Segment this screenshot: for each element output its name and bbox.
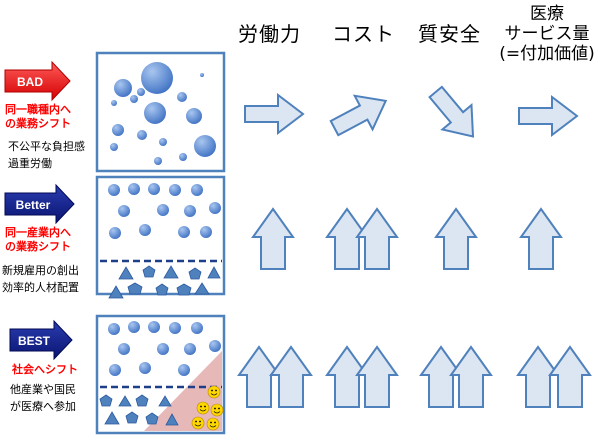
smiley-icon	[206, 417, 220, 431]
header-cost: コスト	[332, 22, 395, 46]
header-service-line3: (=付加価値)	[499, 44, 595, 64]
header-safety: 質安全	[418, 22, 481, 46]
header-service: 医療 サービス量 (=付加価値)	[497, 4, 597, 64]
smiley-icons	[191, 385, 224, 431]
arrow-right-service-bad	[518, 94, 579, 138]
arrow-up-right-cost-bad	[329, 94, 388, 137]
arrow-up-service-best-1	[517, 346, 559, 408]
box-bad	[95, 51, 226, 173]
badge-bad-label: BAD	[17, 75, 43, 89]
arrow-up-labor-better	[252, 208, 294, 270]
row2-desc-line2: 効率的人材配置	[2, 281, 79, 294]
arrow-up-cost-better-2	[356, 208, 398, 270]
box-better	[95, 175, 226, 299]
row3-desc-line2: が医療へ参加	[10, 400, 76, 413]
smiley-icon	[207, 385, 221, 399]
row1-tag-line2: の業務シフト	[5, 117, 71, 130]
smiley-icon	[210, 403, 224, 417]
row1-tag: 同一職種内へ の業務シフト	[5, 103, 71, 131]
box-better-shapes	[108, 265, 221, 299]
row2-tag: 同一産業内へ の業務シフト	[5, 226, 71, 254]
header-service-line1: 医療	[530, 4, 564, 24]
arrow-up-service-best-2	[549, 346, 591, 408]
box-best	[95, 314, 226, 435]
badge-bad: BAD	[4, 60, 71, 102]
row1-desc-line2: 過重労働	[8, 157, 52, 170]
arrow-up-labor-best-1	[238, 346, 280, 408]
row2-desc: 新規雇用の創出 効率的人材配置	[2, 262, 79, 296]
box-best-shapes	[99, 394, 179, 426]
row3-desc-line1: 他産業や国民	[10, 383, 76, 396]
badge-better-label: Better	[16, 198, 51, 212]
box-bad-circles	[110, 62, 216, 165]
badge-best: BEST	[9, 319, 73, 361]
badge-better: Better	[4, 183, 75, 225]
arrow-down-right-safety-bad	[428, 85, 475, 138]
row1-desc: 不公平な負担感 過重労働	[8, 138, 85, 172]
smiley-icon	[196, 401, 210, 415]
header-labor: 労働力	[238, 22, 301, 46]
smiley-icon	[191, 416, 205, 430]
arrow-up-service-better	[520, 208, 562, 270]
badge-best-label: BEST	[18, 334, 51, 348]
row2-tag-line1: 同一産業内へ	[5, 226, 71, 239]
row1-desc-line1: 不公平な負担感	[8, 140, 85, 153]
arrow-up-safety-best-2	[450, 346, 492, 408]
row2-desc-line1: 新規雇用の創出	[2, 264, 79, 277]
row2-tag-line2: の業務シフト	[5, 240, 71, 253]
row3-desc: 他産業や国民 が医療へ参加	[10, 381, 76, 415]
arrow-up-labor-best-2	[270, 346, 312, 408]
arrow-up-cost-best-2	[356, 346, 398, 408]
arrow-up-safety-better	[435, 208, 477, 270]
box-best-circles	[108, 321, 221, 376]
arrow-up-cost-better-1	[326, 208, 368, 270]
row3-tag-line1: 社会へシフト	[12, 363, 78, 376]
box-better-circles	[108, 183, 221, 239]
row1-tag-line1: 同一職種内へ	[5, 103, 71, 116]
arrow-up-safety-best-1	[420, 346, 462, 408]
header-service-line2: サービス量	[504, 24, 590, 44]
arrow-right-labor-bad	[244, 92, 305, 136]
row3-tag: 社会へシフト	[12, 363, 78, 377]
arrow-up-cost-best-1	[326, 346, 368, 408]
